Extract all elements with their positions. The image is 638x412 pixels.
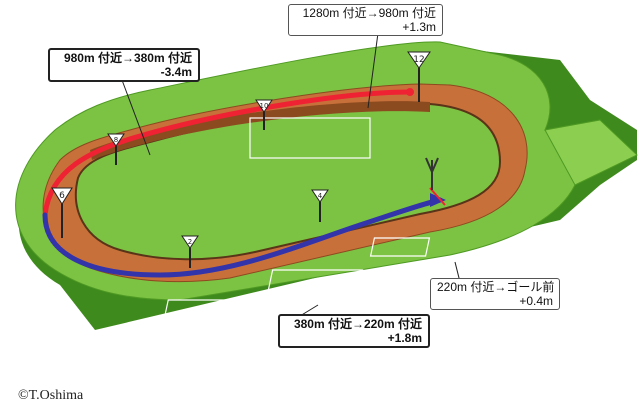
leader-line [367,32,379,109]
callout-220-goal: 220m 付近→ゴール前 +0.4m [430,278,560,310]
goal-post-icon [425,157,439,190]
callout-value: +1.8m [387,331,422,345]
svg-text:12: 12 [413,55,424,65]
callout-line: 220m 付近→ゴール前 [437,280,555,294]
furlong-marker-10: 10 [255,99,273,130]
leader-line [121,79,151,156]
copyright-text: ©T.Oshima [18,388,84,403]
furlong-marker-6: 6 [51,187,73,238]
course-line-blue [42,197,443,278]
callout-line: 1280m 付近→980m 付近 [302,6,436,20]
callout-line: 380m 付近→220m 付近 [293,317,422,331]
infield-panel [249,117,371,159]
callout-980-380: 980m 付近→380m 付近 -3.4m [48,48,200,82]
furlong-marker-4: 4 [311,189,329,222]
furlong-marker-12: 12 [407,51,431,102]
callout-380-220: 380m 付近→220m 付近 +1.8m [278,314,430,348]
svg-text:4: 4 [318,192,323,200]
infield-panel [369,237,431,257]
svg-text:10: 10 [260,102,269,110]
callout-value: +0.4m [519,294,553,308]
furlong-marker-8: 8 [107,133,125,165]
furlong-marker-2: 2 [181,235,199,268]
callout-1280-980: 1280m 付近→980m 付近 +1.3m [288,4,443,36]
callout-line: 980m 付近→380m 付近 [63,51,192,65]
svg-text:6: 6 [59,191,65,201]
goal-line [429,187,446,206]
svg-text:2: 2 [188,238,192,246]
infield-panel [163,299,269,321]
callout-value: -3.4m [160,65,192,79]
callout-value: +1.3m [402,20,436,34]
course-arrow-head [430,193,446,207]
infield-panel [267,269,364,291]
turf-chute [544,119,638,186]
svg-text:8: 8 [114,136,118,144]
course-start-point [406,88,414,96]
course-line-red [42,89,413,218]
